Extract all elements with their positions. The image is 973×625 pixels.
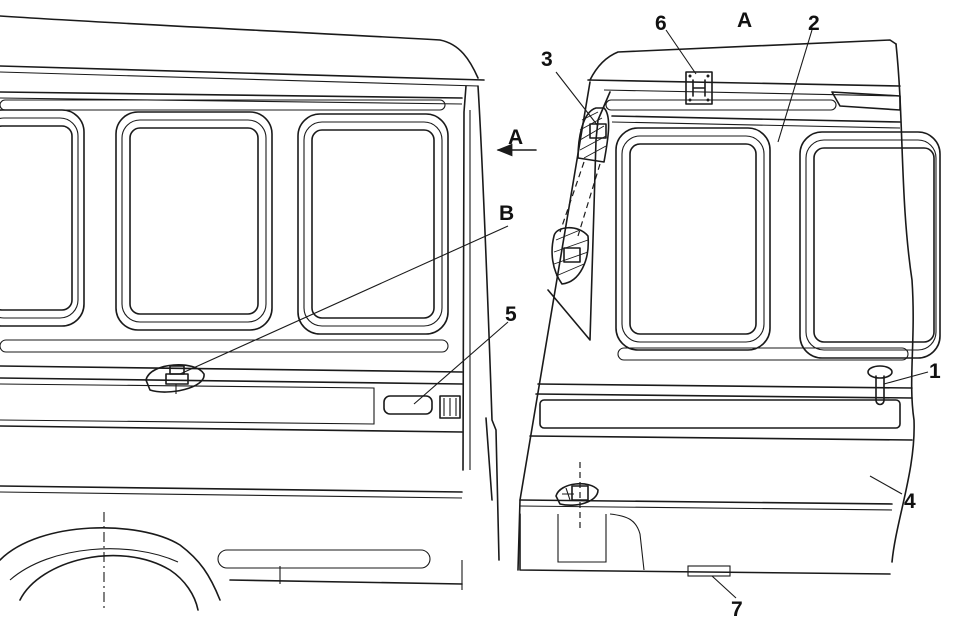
leader-7	[711, 575, 737, 599]
right-window-1	[615, 127, 771, 351]
rear-lamp-5	[383, 395, 461, 419]
leader-5	[413, 321, 509, 405]
left-side-view	[0, 15, 537, 612]
left-window-2	[115, 111, 273, 331]
leader-lines	[179, 29, 929, 599]
plate-6	[685, 71, 713, 105]
leader-1	[883, 371, 929, 385]
door-lock-1	[867, 365, 893, 406]
right-rear-view	[517, 39, 941, 577]
callout-3: 3	[541, 48, 553, 71]
hinge-upper-3	[577, 107, 610, 163]
left-window-1	[0, 109, 85, 327]
callout-6: 6	[655, 12, 667, 35]
right-roof-line	[589, 39, 897, 81]
view-label-b: B	[499, 202, 514, 225]
callout-2: 2	[808, 12, 820, 35]
callout-4: 4	[904, 490, 916, 513]
callout-7: 7	[731, 598, 743, 621]
callout-labels: 1 2 3 4 5 6 7 A A B	[499, 9, 941, 621]
leader-b	[179, 225, 509, 375]
leader-3	[555, 71, 599, 127]
leader-4	[869, 475, 903, 495]
callout-5: 5	[505, 303, 517, 326]
left-wheel-arch	[0, 512, 221, 612]
hinge-lower-3	[551, 161, 601, 285]
view-label-a-arrow: A	[508, 126, 523, 149]
left-roof-rail	[0, 65, 485, 81]
leader-2	[777, 29, 813, 143]
view-label-a-top: A	[737, 9, 752, 32]
bumper-bolt	[555, 483, 599, 506]
left-roof-line	[0, 15, 479, 79]
left-window-3	[297, 113, 449, 335]
bolt-b-detail	[145, 364, 205, 394]
leader-6	[665, 29, 697, 75]
left-rear-pillar	[462, 85, 467, 471]
right-window-2	[799, 131, 941, 359]
callout-1: 1	[929, 360, 941, 383]
